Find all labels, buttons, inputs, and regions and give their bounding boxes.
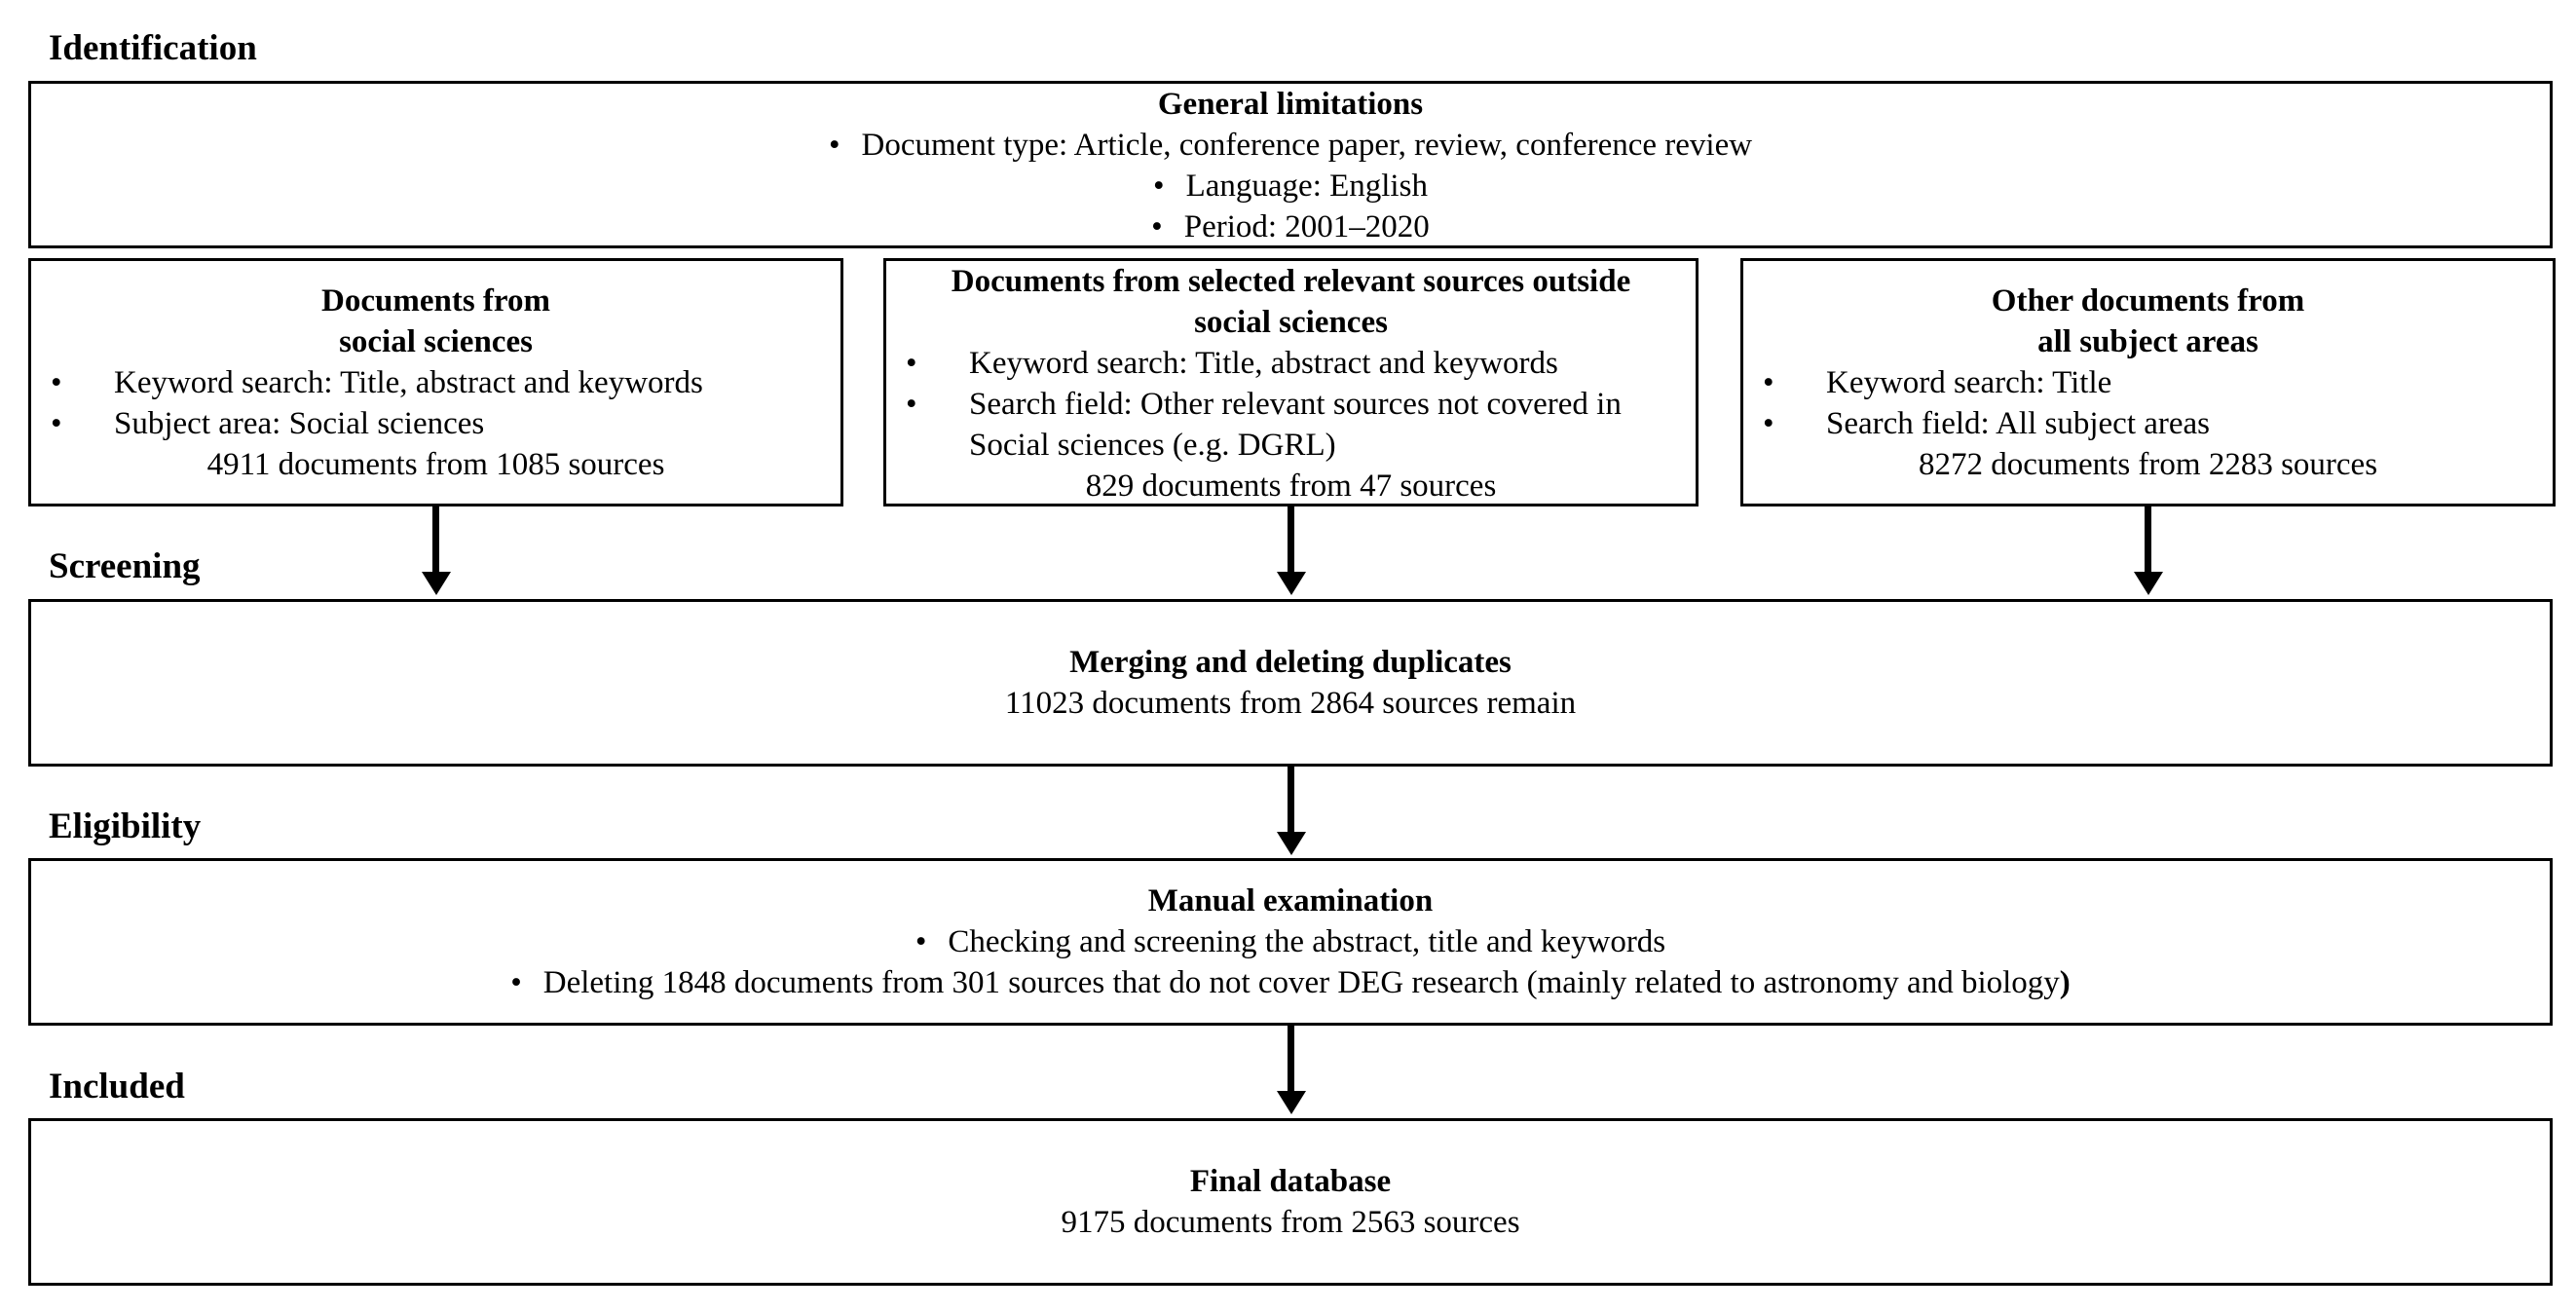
manual-bullet-deleting: •Deleting 1848 documents from 301 source…	[510, 965, 2071, 1000]
final-database-box: Final database 9175 documents from 2563 …	[28, 1118, 2553, 1286]
stage-label-screening: Screening	[49, 546, 201, 586]
selected-sources-box: Documents from selected relevant sources…	[883, 258, 1699, 506]
other-title-line2: all subject areas	[2037, 324, 2259, 359]
general-limitations-title: General limitations	[1157, 87, 1424, 122]
selected-result: 829 documents from 47 sources	[1085, 469, 1497, 504]
final-result: 9175 documents from 2563 sources	[1061, 1205, 1520, 1240]
stage-label-included: Included	[49, 1067, 185, 1106]
general-bullet-language: •Language: English	[1153, 169, 1428, 204]
manual-title: Manual examination	[1147, 883, 1434, 918]
social-sciences-box: Documents from social sciences •Keyword …	[28, 258, 843, 506]
other-documents-box: Other documents from all subject areas •…	[1740, 258, 2556, 506]
stage-label-identification: Identification	[49, 28, 257, 68]
social-result: 4911 documents from 1085 sources	[206, 447, 665, 482]
other-title-line1: Other documents from	[1991, 283, 2305, 319]
selected-bullet-keyword: •Keyword search: Title, abstract and key…	[906, 346, 1558, 381]
general-bullet-period: •Period: 2001–2020	[1151, 209, 1430, 244]
manual-examination-box: Manual examination •Checking and screeni…	[28, 858, 2553, 1026]
social-bullet-subject: •Subject area: Social sciences	[51, 406, 485, 441]
selected-title-line2: social sciences	[1194, 305, 1388, 340]
other-bullet-search-field: •Search field: All subject areas	[1763, 406, 2211, 441]
general-bullet-doc-type: •Document type: Article, conference pape…	[828, 128, 1753, 163]
selected-bullet-continuation: Social sciences (e.g. DGRL)	[969, 428, 1336, 463]
merging-box: Merging and deleting duplicates 11023 do…	[28, 599, 2553, 767]
manual-bullet-checking: •Checking and screening the abstract, ti…	[915, 924, 1666, 959]
merging-title: Merging and deleting duplicates	[1069, 645, 1512, 680]
social-title-line2: social sciences	[339, 324, 533, 359]
other-result: 8272 documents from 2283 sources	[1918, 447, 2378, 482]
merging-result: 11023 documents from 2864 sources remain	[1004, 686, 1577, 721]
selected-title-line1: Documents from selected relevant sources…	[951, 264, 1631, 299]
general-limitations-box: General limitations •Document type: Arti…	[28, 81, 2553, 248]
final-title: Final database	[1189, 1164, 1392, 1199]
other-bullet-keyword: •Keyword search: Title	[1763, 365, 2112, 400]
selected-bullet-search-field: •Search field: Other relevant sources no…	[906, 387, 1622, 422]
social-bullet-keyword: •Keyword search: Title, abstract and key…	[51, 365, 703, 400]
social-title-line1: Documents from	[321, 283, 550, 319]
stage-label-eligibility: Eligibility	[49, 806, 202, 846]
